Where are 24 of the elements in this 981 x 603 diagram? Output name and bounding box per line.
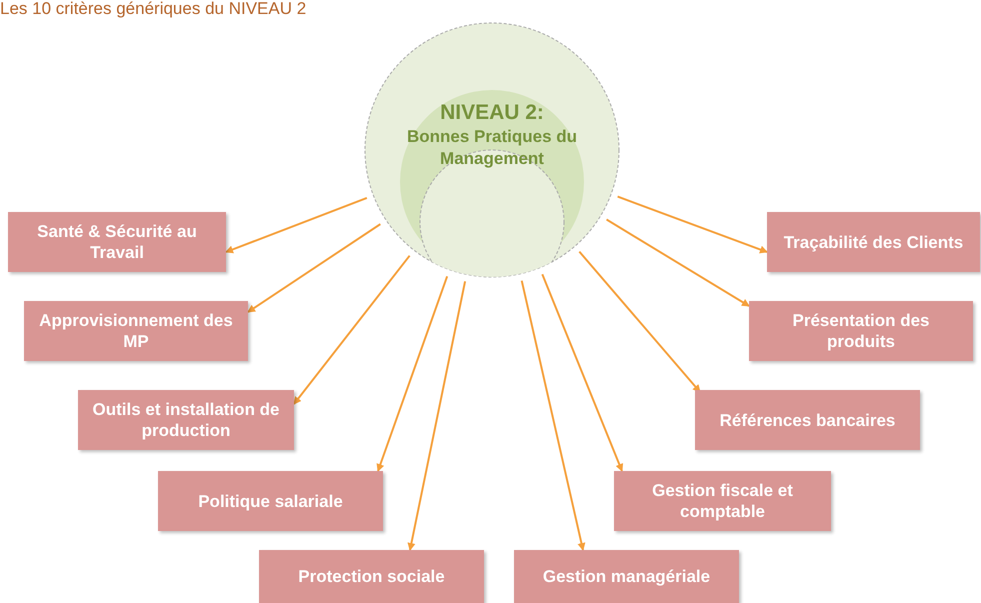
arrow bbox=[407, 281, 466, 551]
criterion-box: Gestion managériale bbox=[514, 550, 739, 603]
criterion-box: Présentation des produits bbox=[749, 301, 973, 361]
arrow bbox=[225, 197, 368, 254]
arrow bbox=[247, 223, 381, 313]
arrow bbox=[293, 255, 410, 405]
criterion-box: Références bancaires bbox=[695, 390, 920, 450]
circle-heading: NIVEAU 2: bbox=[440, 100, 544, 126]
arrow bbox=[541, 274, 624, 472]
criterion-box: Outils et installation de production bbox=[78, 390, 294, 450]
arrow bbox=[617, 196, 768, 254]
criterion-box: Gestion fiscale et comptable bbox=[614, 471, 831, 531]
arrow bbox=[376, 276, 448, 472]
arrow bbox=[578, 250, 701, 393]
criterion-box: Traçabilité des Clients bbox=[767, 212, 980, 272]
criterion-box: Approvisionnement des MP bbox=[24, 301, 248, 361]
circle-subtitle: Bonnes Pratiques du Management bbox=[406, 126, 578, 170]
title: Les 10 critères génériques du NIVEAU 2 bbox=[0, 0, 306, 18]
criterion-box: Santé & Sécurité au Travail bbox=[8, 212, 226, 272]
arrow bbox=[606, 218, 750, 307]
criterion-box: Politique salariale bbox=[158, 471, 383, 531]
arrow bbox=[520, 280, 586, 551]
criterion-box: Protection sociale bbox=[259, 550, 484, 603]
level-circle bbox=[364, 22, 620, 278]
